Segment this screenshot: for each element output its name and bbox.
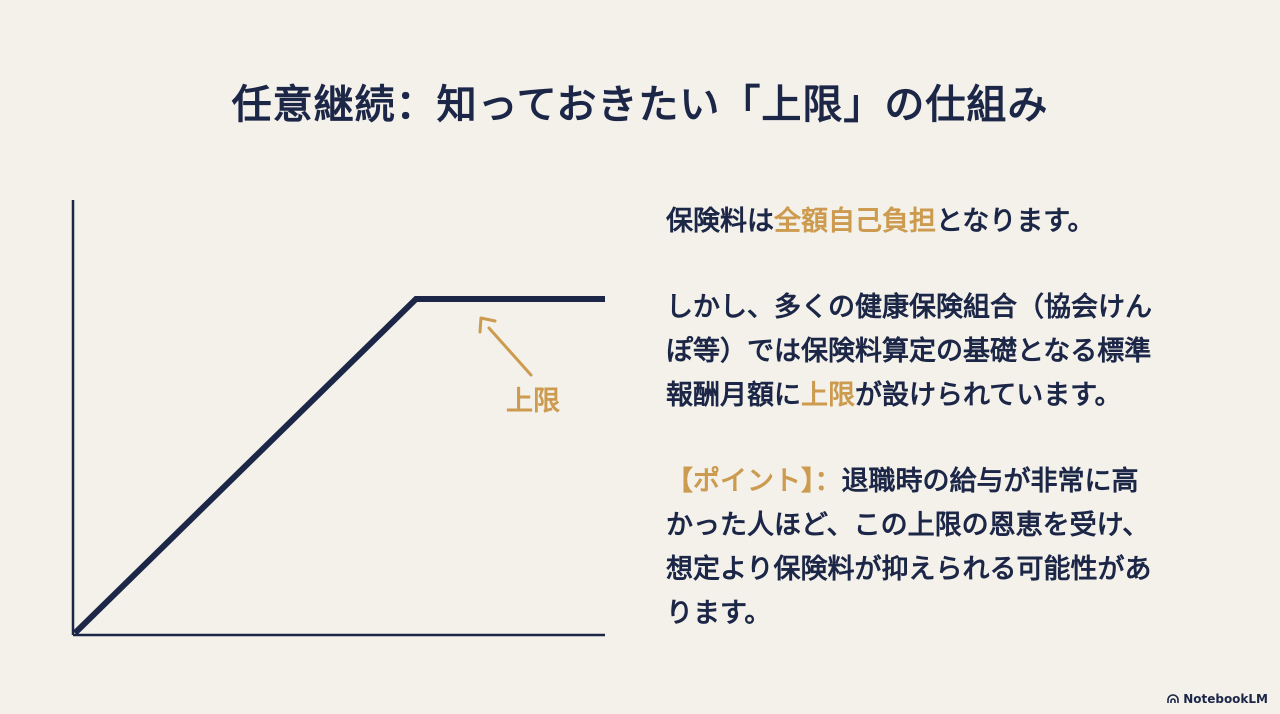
cap-highlight: 上限: [801, 380, 855, 411]
point-label: 【ポイント】：: [666, 466, 842, 497]
p3-line3: 想定より保険料が抑えられる可能性があ: [666, 554, 1152, 585]
brand-name: NotebookLM: [1183, 692, 1268, 706]
cap-diagram: 上限: [71, 200, 605, 637]
explanation-panel: 保険料は全額自己負担となります。 しかし、多くの健康保険組合（協会けんぽ等）では…: [666, 200, 1226, 678]
p2-line1: しかし、多くの健康保険組合（協会けん: [666, 292, 1152, 323]
paragraph-cap: しかし、多くの健康保険組合（協会けんぽ等）では保険料算定の基礎となる標準報酬月額…: [666, 286, 1226, 418]
p2-line3-after: が設けられています。: [855, 380, 1122, 411]
full-self-pay-highlight: 全額自己負担: [774, 206, 936, 237]
notebooklm-logo-icon: [1167, 694, 1179, 703]
paragraph-point: 【ポイント】：退職時の給与が非常に高かった人ほど、この上限の恩恵を受け、想定より…: [666, 460, 1226, 636]
p2-line2: ぽ等）では保険料算定の基礎となる標準: [666, 336, 1152, 367]
notebooklm-branding: NotebookLM: [1167, 692, 1268, 706]
p3-line1: 退職時の給与が非常に高: [841, 466, 1139, 497]
p2-line3-before: 報酬月額に: [666, 380, 801, 411]
page-title: 任意継続：知っておきたい「上限」の仕組み: [231, 82, 1049, 128]
p3-line2: かった人ほど、この上限の恩恵を受け、: [666, 510, 1150, 541]
cap-label: 上限: [506, 386, 560, 417]
cap-arrow: [478, 316, 533, 377]
p3-line4: ります。: [666, 598, 772, 629]
p1-before: 保険料は: [666, 206, 774, 237]
paragraph-self-pay: 保険料は全額自己負担となります。: [666, 200, 1226, 244]
p1-after: となります。: [936, 206, 1095, 237]
premium-capped-line: [72, 296, 605, 636]
